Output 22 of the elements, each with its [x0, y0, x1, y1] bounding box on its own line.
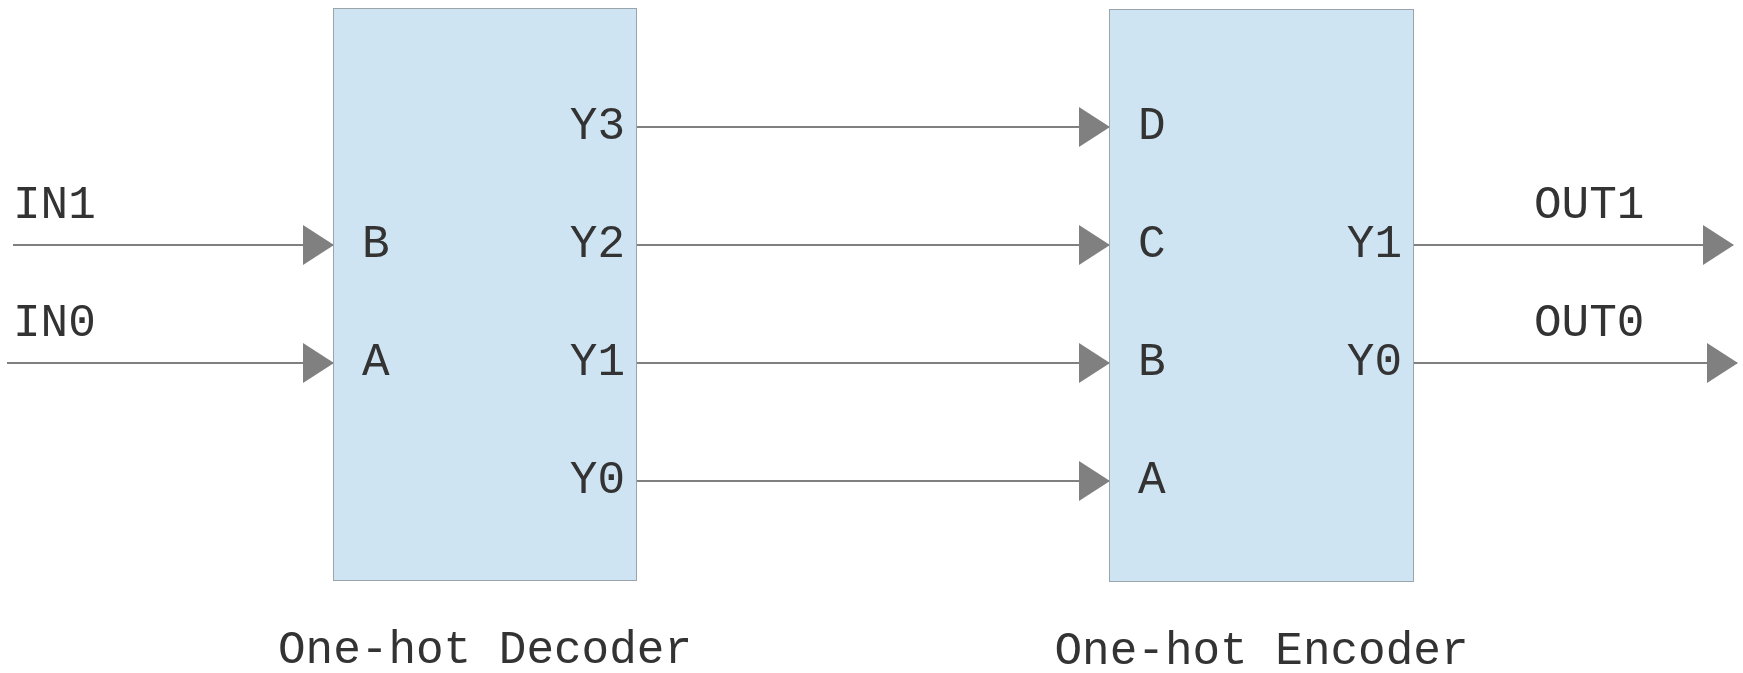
pin-label: Y1: [536, 335, 636, 391]
pin-label: Y3: [536, 99, 636, 155]
arrow: [636, 343, 1110, 383]
arrow: [636, 461, 1110, 501]
block-title: One-hot Encoder: [1054, 625, 1469, 673]
block-title: One-hot Decoder: [277, 624, 693, 673]
pin-label: Y1: [1313, 217, 1413, 273]
pin-label: D: [1110, 99, 1210, 155]
arrow: [1413, 225, 1734, 265]
arrow: [636, 225, 1110, 265]
pin-label: Y0: [536, 453, 636, 509]
pin-label: Y2: [536, 217, 636, 273]
pin-label: C: [1110, 217, 1210, 273]
pin-label: A: [334, 335, 434, 391]
pin-label: B: [334, 217, 434, 273]
arrow: [636, 107, 1110, 147]
arrow: [12, 225, 334, 265]
pin-label: B: [1110, 335, 1210, 391]
pin-label: Y0: [1313, 335, 1413, 391]
pin-label: A: [1110, 453, 1210, 509]
arrow: [1413, 343, 1738, 383]
arrow: [6, 343, 334, 383]
